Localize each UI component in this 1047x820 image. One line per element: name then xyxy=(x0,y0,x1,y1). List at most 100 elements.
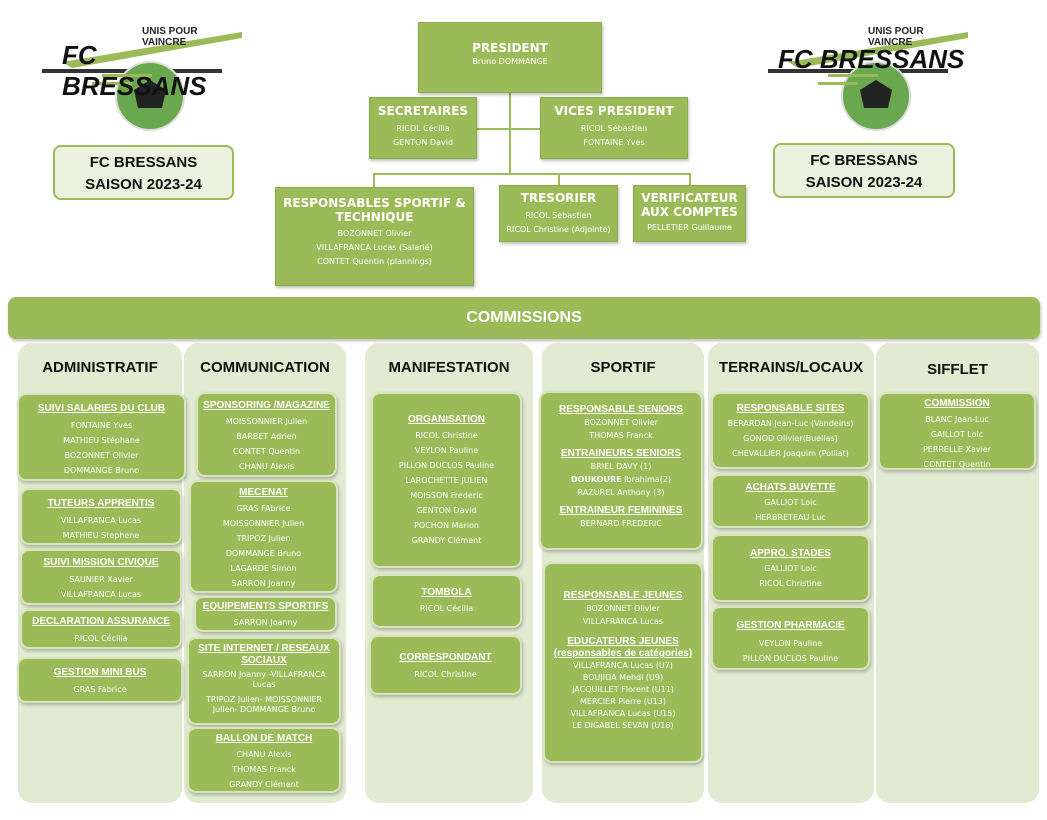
card-achats-buvette: ACHATS BUVETTE GALLIOT Loic HERBRETEAU L… xyxy=(711,474,870,528)
card-title: EDUCATEURS JEUNES xyxy=(567,636,679,647)
card-title: TUTEURS APPRENTIS xyxy=(47,498,155,509)
heading-sportif: SPORTIF xyxy=(590,359,656,376)
card-mecenat: MECENAT GRAS FAbrice MOISSONNIER Julien … xyxy=(189,480,338,593)
card-seniors: RESPONSABLE SENIORS BOZONNET Olivier THO… xyxy=(539,391,703,550)
card-title: RESPONSABLE SITES xyxy=(736,403,845,414)
member-name: LE DIGABEL SEVAN (U18) xyxy=(572,721,674,730)
member-name: VEYLON Pauline xyxy=(414,446,479,455)
member-name: TRIPOZ Julien xyxy=(236,534,291,543)
president-title: PRESIDENT xyxy=(472,41,548,55)
member-name: MOISSONNIER Julien xyxy=(225,417,308,426)
tresorier-name: RICOL Sebastien xyxy=(525,211,592,220)
member-name: SARRON Joanny -VILLAFRANCA xyxy=(202,670,326,679)
member-name: GRANDY Clément xyxy=(229,780,299,789)
card-title: SUIVI MISSION CIVIQUE xyxy=(43,557,159,568)
connector-tresorier xyxy=(558,173,560,185)
sportif-box: RESPONSABLES SPORTIF & TECHNIQUE BOZONNE… xyxy=(275,187,474,286)
season-year: SAISON 2023-24 xyxy=(805,174,923,191)
member-name: RICOL Christine xyxy=(759,579,822,588)
season-club: FC BRESSANS xyxy=(89,154,198,171)
card-suivi-salaries: SUIVI SALARIES DU CLUB FONTAINE Yves MAT… xyxy=(17,393,186,481)
card-title: ENTRAINEURS SENIORS xyxy=(560,448,681,459)
member-name: BERNARD FREDERIC xyxy=(580,519,662,528)
card-organisation: ORGANISATION RICOL Christine VEYLON Paul… xyxy=(371,392,522,568)
member-name: LAGARDE Simon xyxy=(230,564,297,573)
member-name: SAUNIER Xavier xyxy=(69,575,133,584)
member-name: GALLIOT Loic xyxy=(764,498,817,507)
card-tuteurs: TUTEURS APPRENTIS VILLAFRANCA Lucas MATH… xyxy=(20,488,182,545)
member-name: THOMAS Franck xyxy=(232,765,296,774)
connector-bureau xyxy=(476,128,542,130)
member-name: RICOL Cécilia xyxy=(74,634,128,643)
logo-slogan: UNIS POUR VAINCRE xyxy=(868,26,924,48)
sportif-name: CONTET Quentin (plannings) xyxy=(317,257,432,266)
card-responsable-sites: RESPONSABLE SITES BERARDAN Jean-Luc (Van… xyxy=(711,392,870,469)
president-box: PRESIDENT Bruno DOMMANGE xyxy=(418,22,602,93)
member-name: THOMAS Franck xyxy=(589,431,653,440)
card-title: RESPONSABLE SENIORS xyxy=(559,404,683,415)
heading-administratif: ADMINISTRATIF xyxy=(42,359,158,376)
member-name: DOUKOURE Ibrahima(2) xyxy=(541,473,701,486)
president-name: Bruno DOMMANGE xyxy=(472,57,548,66)
member-name: CHANU Alexis xyxy=(238,462,295,471)
verificateur-box: VERIFICATEUR AUX COMPTES PELLETIER Guill… xyxy=(633,185,746,242)
card-title: APPRO. STADES xyxy=(750,548,831,559)
member-name-rest: Ibrahima(2) xyxy=(621,475,672,484)
card-jeunes: RESPONSABLE JEUNES BOZONNET Olivier VILL… xyxy=(543,562,703,763)
connector-verif xyxy=(689,173,691,185)
card-sponsoring: SPONSORING /MAGAZINE MOISSONNIER Julien … xyxy=(196,392,337,477)
member-name: Julien- DOMMANGE Bruno xyxy=(212,705,316,714)
member-name: DOMMANGE Bruno xyxy=(63,466,140,475)
member-name: VILLAFRANCA Lucas (U15) xyxy=(570,709,676,718)
member-name: BRIEL DAVY (1) xyxy=(590,462,652,471)
card-title: GESTION MINI BUS xyxy=(53,667,147,678)
secretaires-title: SECRETAIRES xyxy=(377,104,469,118)
verificateur-title: AUX COMPTES xyxy=(641,205,738,219)
member-name: BOZONNET Olivier xyxy=(584,418,658,427)
member-name: DOMMANGE Bruno xyxy=(225,549,302,558)
card-title: ORGANISATION xyxy=(407,414,486,425)
member-name: CONTET Quentin xyxy=(232,447,301,456)
logo-name: FC BRESSANS xyxy=(62,40,207,101)
tresorier-name: RICOL Christine (Adjointe) xyxy=(506,225,611,234)
club-logo-left: UNIS POUR VAINCRE FC BRESSANS xyxy=(42,22,242,134)
member-name: RICOL Christine xyxy=(415,431,478,440)
member-name: BOZONNET Olivier xyxy=(586,604,660,613)
member-name: BLANC Jean-Luc xyxy=(925,415,989,424)
heading-manifestation: MANIFESTATION xyxy=(388,359,510,376)
member-name: VILLAFRANCA Lucas xyxy=(60,516,142,525)
card-title: COMMISSION xyxy=(924,398,990,409)
vices-box: VICES PRESIDENT RICOL Sébastien FONTAINE… xyxy=(540,97,688,159)
member-name: VILLAFRANCA Lucas xyxy=(60,590,142,599)
card-title: SPONSORING /MAGAZINE xyxy=(203,400,330,411)
logo-slogan: UNIS POUR VAINCRE xyxy=(142,26,198,48)
card-title: SITE INTERNET / RESEAUX xyxy=(198,643,330,654)
member-name: GAILLOT Loic xyxy=(930,430,984,439)
member-name: MOISSONNIER Julien xyxy=(222,519,305,528)
card-appro-stades: APPRO. STADES GALLIOT Loic RICOL Christi… xyxy=(711,534,870,602)
card-title: GESTION PHARMACIE xyxy=(736,620,845,631)
tresorier-box: TRESORIER RICOL Sebastien RICOL Christin… xyxy=(499,185,618,242)
card-title: ENTRAINEUR FEMININES xyxy=(559,505,683,516)
card-title: SOCIAUX xyxy=(241,655,287,666)
club-logo-right: UNIS POUR VAINCRE FC BRESSANS xyxy=(768,22,968,134)
card-title: EQUIPEMENTS SPORTIFS xyxy=(202,601,329,612)
sportif-title: RESPONSABLES SPORTIF & xyxy=(283,196,466,210)
member-name: PERRELLE Xavier xyxy=(922,445,992,454)
member-name: GRAS FAbrice xyxy=(236,504,291,513)
member-name: SARRON Joanny xyxy=(233,618,298,627)
verificateur-title: VERIFICATEUR xyxy=(641,191,738,205)
heading-communication: COMMUNICATION xyxy=(200,359,330,376)
member-name: GONOD Olivier(Buellas) xyxy=(743,434,838,443)
secretaires-box: SECRETAIRES RICOL Cécilia GENTON David xyxy=(369,97,477,159)
member-name: TRIPOZ Julien- MOISSONNIER xyxy=(205,695,323,704)
member-name: PILLON DUCLOS Pauline xyxy=(742,654,839,663)
member-name: PILLON DUCLOS Pauline xyxy=(398,461,495,470)
connector-board xyxy=(373,173,690,175)
member-name: HERBRETEAU Luc xyxy=(755,513,826,522)
member-name: GRAS Fabrice xyxy=(73,685,127,694)
member-name: MATHIEU Stéphane xyxy=(63,436,140,445)
card-title: CORRESPONDANT xyxy=(399,652,492,663)
vices-name: RICOL Sébastien xyxy=(580,124,648,133)
member-name: GALLIOT Loic xyxy=(764,564,817,573)
